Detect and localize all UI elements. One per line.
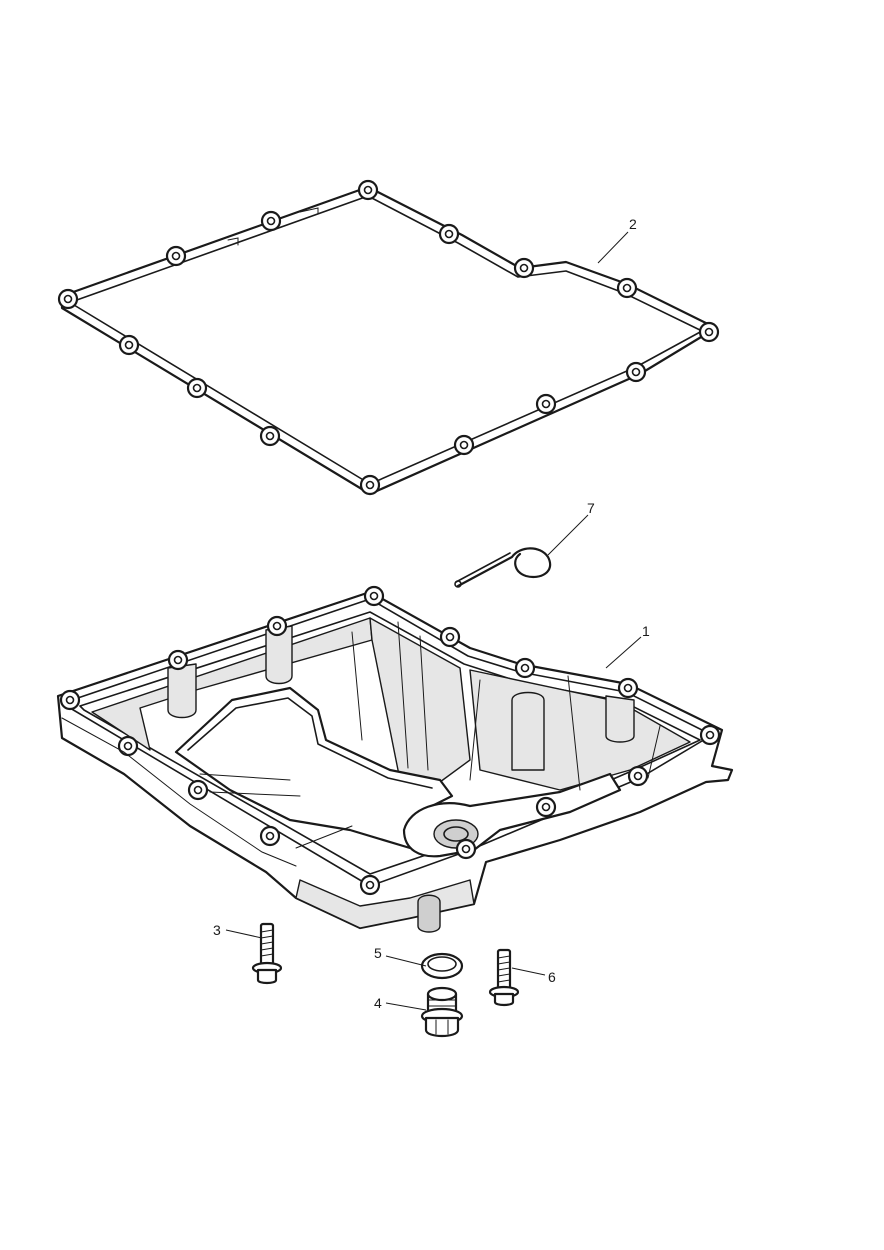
callout-5: 5 <box>374 945 382 961</box>
callout-7: 7 <box>587 500 595 516</box>
gasket-bolt-holes <box>57 179 720 496</box>
sealing-washer[interactable] <box>420 952 464 980</box>
bolt-part-3[interactable] <box>251 922 283 985</box>
callout-3: 3 <box>213 922 221 938</box>
callouts: 1 2 3 4 5 6 7 <box>213 216 650 1011</box>
callout-1: 1 <box>642 623 650 639</box>
drain-plug[interactable] <box>420 986 464 1038</box>
oil-pan-gasket[interactable] <box>57 179 720 496</box>
callout-2: 2 <box>629 216 637 232</box>
callout-4: 4 <box>374 995 382 1011</box>
oil-pan-bolt-holes <box>59 585 721 896</box>
oil-pan[interactable] <box>56 585 734 933</box>
oil-pan-bosses <box>167 625 635 771</box>
wire-clip[interactable] <box>454 547 552 588</box>
leader-lines <box>225 231 642 1011</box>
callout-6: 6 <box>548 969 556 985</box>
bolt-part-6[interactable] <box>488 948 520 1007</box>
